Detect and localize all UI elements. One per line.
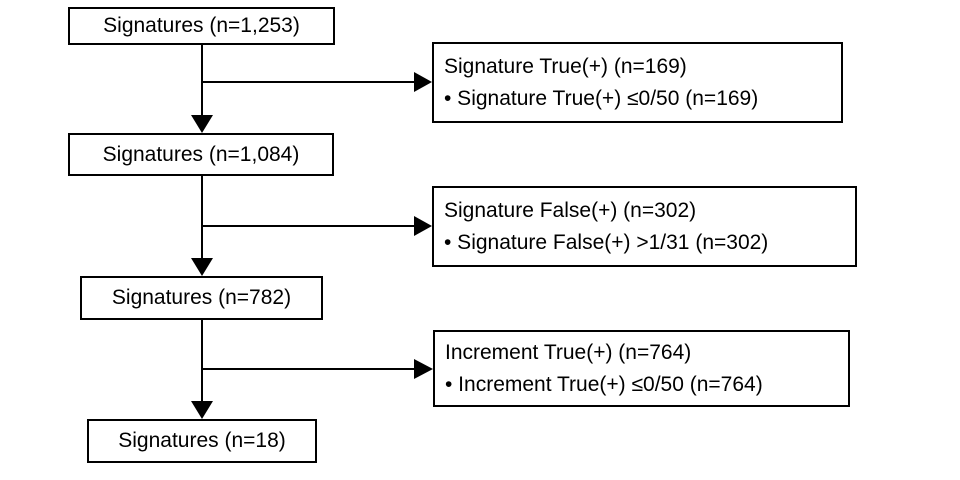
exclusion-box-signature-false: Signature False(+) (n=302) • Signature F…	[432, 186, 857, 267]
arrow-down-icon	[191, 45, 213, 133]
arrow-down-icon	[191, 176, 213, 276]
exclusion-bullet: • Signature False(+) >1/31 (n=302)	[444, 230, 769, 254]
arrow-down-icon	[191, 320, 213, 419]
exclusion-bullet: • Increment True(+) ≤0/50 (n=764)	[445, 372, 763, 396]
exclusion-box-signature-true: Signature True(+) (n=169) • Signature Tr…	[432, 42, 843, 123]
flow-box-signatures-1253: Signatures (n=1,253)	[68, 7, 335, 45]
exclusion-title: Signature False(+) (n=302)	[444, 198, 697, 222]
arrow-right-icon	[202, 359, 433, 379]
exclusion-bullet: • Signature True(+) ≤0/50 (n=169)	[444, 86, 759, 110]
arrow-right-icon	[202, 72, 432, 92]
flow-box-signatures-1084: Signatures (n=1,084)	[68, 133, 334, 176]
exclusion-box-increment-true: Increment True(+) (n=764) • Increment Tr…	[433, 330, 850, 407]
exclusion-title: Signature True(+) (n=169)	[444, 54, 687, 78]
flow-box-signatures-782: Signatures (n=782)	[80, 276, 323, 320]
arrow-right-icon	[202, 216, 432, 236]
flow-box-signatures-18: Signatures (n=18)	[87, 419, 317, 463]
exclusion-title: Increment True(+) (n=764)	[445, 340, 692, 364]
